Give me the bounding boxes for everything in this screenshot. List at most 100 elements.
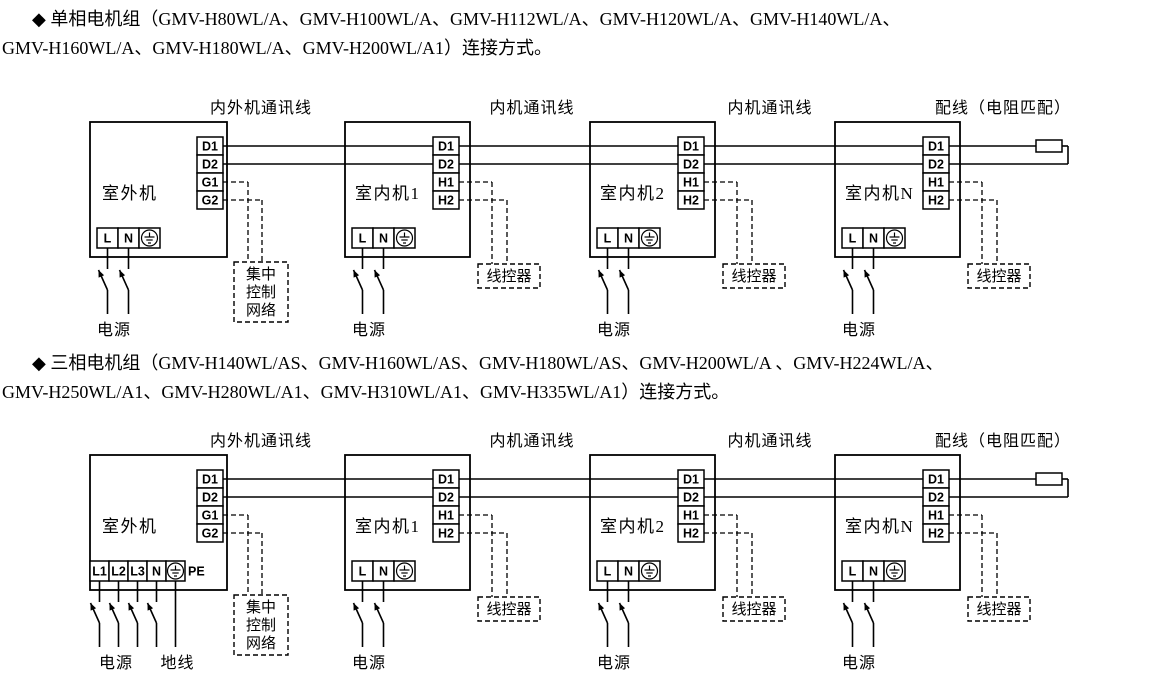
comm-terminal-label: G2 bbox=[202, 527, 219, 541]
comm-terminal-label: H2 bbox=[438, 194, 454, 208]
comm-line-label: 配线（电阻匹配） bbox=[935, 432, 1071, 450]
unit-label: 室内机N bbox=[845, 184, 914, 203]
power-terminal-cell bbox=[393, 560, 416, 582]
comm-terminal-label: D2 bbox=[928, 491, 944, 505]
comm-terminal-label: D1 bbox=[202, 473, 218, 487]
switch-arrow-icon bbox=[90, 603, 97, 611]
switch-arrow-icon bbox=[619, 270, 626, 278]
comm-line-label: 内机通讯线 bbox=[727, 432, 812, 450]
comm-terminal-label: D2 bbox=[438, 158, 454, 172]
central-control-network-box bbox=[233, 261, 289, 323]
wired-controller-box bbox=[477, 596, 541, 622]
power-switch-icon bbox=[89, 581, 101, 647]
comm-terminal-box bbox=[677, 523, 705, 543]
comm-line-label: 内机通讯线 bbox=[489, 432, 574, 450]
three-phase-wiring-diagram: 内外机通讯线内机通讯线内机通讯线配线（电阻匹配）室外机集中控制网络D1D2G1G… bbox=[89, 432, 1071, 672]
comm-terminal-label: D1 bbox=[928, 140, 944, 154]
switch-arrow-icon bbox=[374, 270, 381, 278]
power-switch-icon bbox=[352, 581, 364, 647]
unit-box bbox=[834, 454, 961, 591]
power-terminal-label: N bbox=[624, 232, 633, 246]
switch-arrow-icon bbox=[843, 603, 850, 611]
power-terminal-label: L bbox=[849, 232, 857, 246]
earth-ground-icon bbox=[885, 562, 904, 580]
switch-arrow-icon bbox=[374, 603, 381, 611]
pe-label: PE bbox=[188, 565, 205, 579]
unit-label: 室外机 bbox=[102, 184, 158, 203]
unit-box bbox=[589, 454, 716, 591]
comm-terminal-box bbox=[432, 190, 460, 210]
central-control-network-text: 集中 bbox=[246, 266, 276, 283]
power-terminal-label: N bbox=[624, 565, 633, 579]
power-terminal-label: N bbox=[152, 565, 161, 579]
comm-terminal-label: D2 bbox=[202, 491, 218, 505]
intro-three-phase-line2: GMV-H250WL/A1、GMV-H280WL/A1、GMV-H310WL/A… bbox=[2, 382, 730, 402]
central-control-network-text: 控制 bbox=[246, 284, 276, 301]
central-control-network-text: 控制 bbox=[246, 617, 276, 634]
power-switch-icon bbox=[842, 581, 854, 647]
comm-terminal-box bbox=[432, 523, 460, 543]
comm-line-label: 内机通讯线 bbox=[727, 99, 812, 117]
comm-terminal-label: H1 bbox=[438, 176, 454, 190]
earth-ground-icon bbox=[640, 229, 659, 247]
terminating-resistor-icon bbox=[1035, 139, 1063, 153]
power-terminal-label: L bbox=[359, 565, 367, 579]
power-terminal-label: L bbox=[359, 232, 367, 246]
switch-arrow-icon bbox=[109, 603, 116, 611]
wired-controller-text: 线控器 bbox=[976, 268, 1021, 285]
switch-arrow-icon bbox=[864, 270, 871, 278]
power-switch-icon bbox=[127, 581, 139, 647]
wired-controller-box bbox=[722, 263, 786, 289]
comm-terminal-label: H1 bbox=[683, 176, 699, 190]
unit-box bbox=[344, 454, 471, 591]
unit-label: 室内机2 bbox=[600, 184, 666, 203]
intro-single-phase-line2: GMV-H160WL/A、GMV-H180WL/A、GMV-H200WL/A1）… bbox=[2, 38, 552, 58]
comm-line-label: 内外机通讯线 bbox=[210, 432, 312, 450]
intro-three-phase: ◆ 三相电机组（GMV-H140WL/AS、GMV-H160WL/AS、GMV-… bbox=[2, 349, 1167, 407]
power-switch-icon bbox=[863, 581, 875, 647]
unit-label: 室内机N bbox=[845, 517, 914, 536]
terminating-resistor-icon bbox=[1035, 472, 1063, 486]
power-switch-icon bbox=[863, 248, 875, 314]
power-switch-icon bbox=[597, 581, 609, 647]
power-terminal-label: N bbox=[379, 232, 388, 246]
comm-terminal-label: H2 bbox=[928, 194, 944, 208]
unit-box bbox=[344, 121, 471, 258]
power-switch-icon bbox=[842, 248, 854, 314]
power-terminal-label: N bbox=[124, 232, 133, 246]
power-label: 电源 bbox=[842, 321, 876, 339]
power-label: 电源 bbox=[597, 654, 631, 672]
power-terminal-label: L2 bbox=[111, 565, 126, 579]
wired-controller-box bbox=[967, 596, 1031, 622]
comm-terminal-label: H1 bbox=[928, 509, 944, 523]
central-control-network-text: 集中 bbox=[246, 599, 276, 616]
power-switch-icon bbox=[618, 248, 630, 314]
earth-ground-icon bbox=[640, 562, 659, 580]
earth-ground-icon bbox=[140, 229, 159, 247]
power-switch-icon bbox=[97, 248, 109, 314]
power-switch-icon bbox=[108, 581, 120, 647]
unit-box bbox=[89, 454, 228, 591]
comm-terminal-label: H1 bbox=[928, 176, 944, 190]
switch-arrow-icon bbox=[353, 603, 360, 611]
power-label: 电源 bbox=[99, 654, 133, 672]
power-label: 电源 bbox=[97, 321, 131, 339]
switch-arrow-icon bbox=[353, 270, 360, 278]
power-switch-icon bbox=[597, 248, 609, 314]
wired-controller-box bbox=[477, 263, 541, 289]
unit-label: 室内机1 bbox=[355, 184, 421, 203]
comm-terminal-label: H2 bbox=[438, 527, 454, 541]
comm-terminal-label: H1 bbox=[683, 509, 699, 523]
power-label: 电源 bbox=[842, 654, 876, 672]
comm-terminal-label: H1 bbox=[438, 509, 454, 523]
comm-terminal-label: D1 bbox=[438, 140, 454, 154]
comm-terminal-label: H2 bbox=[683, 527, 699, 541]
central-control-network-text: 网络 bbox=[246, 635, 276, 652]
power-terminal-cell bbox=[138, 227, 161, 249]
comm-terminal-label: D1 bbox=[928, 473, 944, 487]
power-switch-icon bbox=[373, 248, 385, 314]
comm-terminal-label: D1 bbox=[202, 140, 218, 154]
power-switch-icon bbox=[118, 248, 130, 314]
comm-line-label: 内外机通讯线 bbox=[210, 99, 312, 117]
single-phase-wiring-diagram: 内外机通讯线内机通讯线内机通讯线配线（电阻匹配）室外机集中控制网络D1D2G1G… bbox=[89, 99, 1070, 339]
